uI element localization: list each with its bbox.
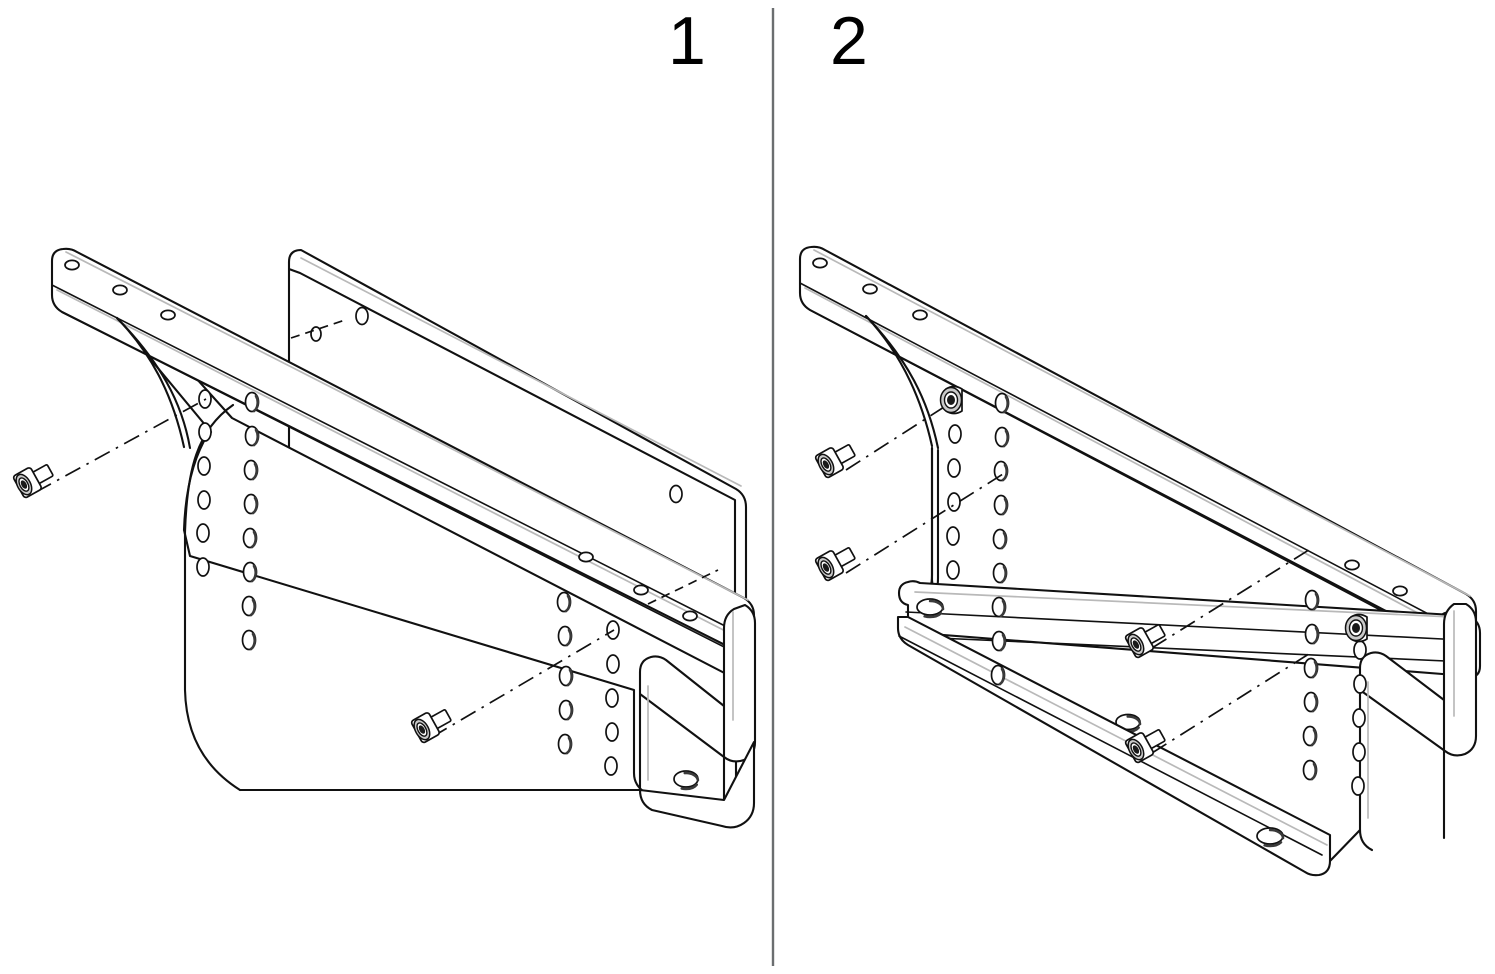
bottom-rail [896, 615, 1332, 877]
front-web-plate [183, 403, 642, 792]
foot-hole-depth [1255, 828, 1285, 848]
step-number-2: 2 [830, 3, 868, 79]
hole-column-flange-right [1351, 640, 1367, 796]
assembly-axis-2 [845, 473, 1004, 574]
rail-hole [1344, 559, 1360, 571]
end-flange-channel [1328, 602, 1478, 863]
hole-column-flange-left [1302, 589, 1320, 781]
shelf-hole-depth [915, 599, 945, 619]
step-2-assembly [798, 245, 1482, 877]
top-mounting-rail [50, 247, 756, 656]
rail-hole [64, 259, 80, 271]
rail-hole [682, 610, 698, 622]
hole-column-right [990, 392, 1010, 686]
bottom-foot [638, 740, 756, 829]
rail-hole [112, 284, 128, 296]
assembly-axis-flange [647, 569, 719, 605]
cap-screw-loose [1124, 624, 1166, 659]
gusset-edge-2 [864, 314, 940, 450]
cap-screw-installed [1344, 613, 1368, 643]
cap-screw-loose [12, 464, 54, 499]
hole-pair [244, 391, 260, 413]
assembly-axis-4 [1151, 651, 1313, 754]
cap-screw-loose [410, 709, 452, 744]
hole-column-lower-left [556, 591, 574, 755]
rail-hole [578, 551, 594, 563]
hole-column-right [241, 391, 260, 651]
step-number-1: 1 [668, 3, 706, 79]
assembly-axis-lower [431, 629, 615, 738]
cap-screw-loose [1124, 729, 1166, 764]
step-1-assembly [12, 247, 757, 829]
rail-hole [812, 257, 828, 269]
hole-column-left [946, 390, 962, 580]
cap-screw-loose [814, 547, 856, 582]
rail-hole [1392, 585, 1408, 597]
rear-panel-hole [310, 326, 322, 342]
rail-hole [862, 283, 878, 295]
hole-column-left [196, 389, 212, 577]
rail-hole [912, 309, 928, 321]
rail-hole [160, 309, 176, 321]
foot-hole-depth [672, 771, 700, 791]
rear-panel-hole [669, 484, 683, 504]
assembly-axis-1 [845, 399, 956, 471]
assembly-axis-rear-panel [290, 319, 346, 339]
cap-screw-loose [814, 444, 856, 479]
cap-screw-installed [939, 385, 963, 415]
rear-panel-hole [355, 306, 369, 326]
rail-hole [633, 584, 649, 596]
gusset-edge-2 [115, 316, 192, 450]
